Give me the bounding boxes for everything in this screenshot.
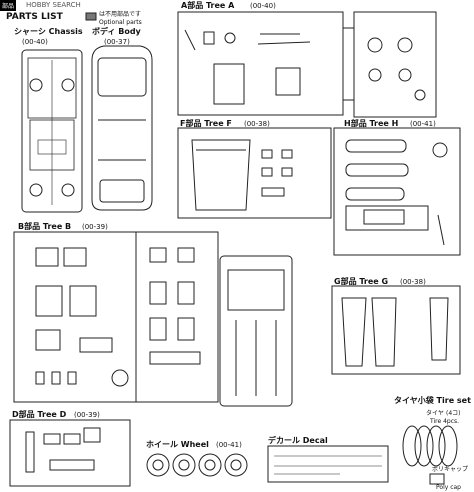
tire-qty-jp: (4コ) — [446, 410, 461, 417]
tree-g-frame — [331, 285, 461, 375]
unused-legend-jp: は不用部品です — [99, 11, 142, 18]
tree-f-code: (00-38) — [244, 120, 270, 128]
tire-set-label: タイヤ小袋 Tire set — [394, 396, 471, 405]
chassis-label: シャーシ Chassis — [14, 27, 83, 36]
tree-g-label: G部品 Tree G — [334, 277, 389, 286]
floor-pan-drawing — [219, 255, 293, 407]
polycap-label-jp: ポリキャップ — [432, 466, 469, 473]
tree-h-frame — [333, 127, 461, 256]
wheel-label: ホイール Wheel — [146, 440, 209, 449]
tire-label-jp: タイヤ — [426, 410, 444, 417]
tree-b-code: (00-39) — [82, 223, 108, 231]
body-drawing — [91, 45, 153, 211]
chassis-drawing — [21, 49, 83, 213]
polycap-label-en: Poly cap — [436, 484, 461, 491]
tree-g-code: (00-38) — [400, 278, 426, 286]
tree-a-code: (00-40) — [250, 2, 276, 10]
decal-label: デカール Decal — [268, 436, 328, 445]
wheel-code: (00-41) — [216, 441, 242, 449]
tree-f-label: F部品 Tree F — [180, 119, 232, 128]
chassis-code: (00-40) — [22, 38, 48, 46]
body-label: ボディ Body — [92, 27, 141, 36]
tree-b-label: B部品 Tree B — [18, 222, 72, 231]
tree-h-code: (00-41) — [410, 120, 436, 128]
tire-set-drawing — [402, 425, 458, 485]
tree-d-frame — [9, 419, 131, 487]
tire-label-en: Tire 4pcs. — [430, 418, 460, 425]
body-code: (00-37) — [104, 38, 130, 46]
unused-legend-en: Optional parts — [99, 19, 142, 26]
tree-d-code: (00-39) — [74, 411, 100, 419]
decal-drawing — [267, 445, 389, 483]
parts-list-title: PARTS LIST — [6, 12, 63, 22]
tree-f-frame — [177, 127, 332, 219]
watermark: HOBBY SEARCH — [26, 1, 81, 9]
tree-a-frame — [177, 11, 437, 118]
watermark-tag: 部品 — [0, 0, 17, 11]
tree-a-label: A部品 Tree A — [181, 1, 235, 10]
tree-b-frame — [13, 231, 219, 403]
tree-h-label: H部品 Tree H — [344, 119, 399, 128]
wheel-drawings — [146, 453, 248, 477]
tree-d-label: D部品 Tree D — [12, 410, 67, 419]
